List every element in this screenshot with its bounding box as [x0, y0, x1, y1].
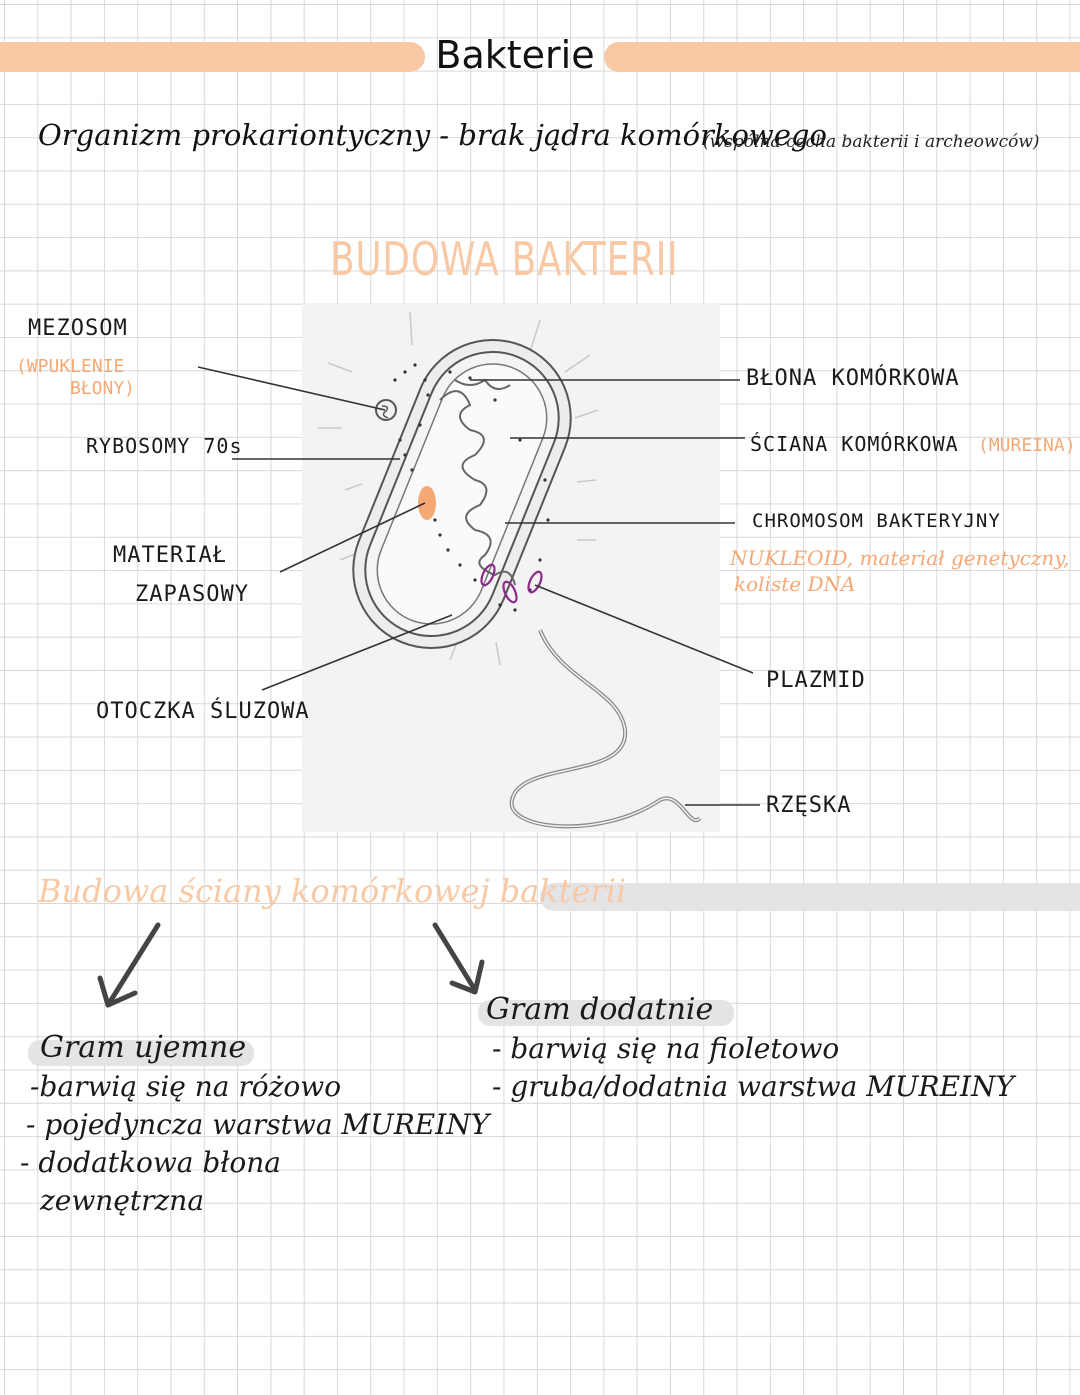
arrows — [97, 922, 485, 1008]
gram-positive-title: Gram dodatnie — [486, 992, 714, 1027]
gram-negative-title: Gram ujemne — [40, 1030, 247, 1065]
label-material-1: MATERIAŁ — [113, 543, 227, 568]
definition-note: (wspólna cecha bakterii i archeowców) — [703, 132, 1040, 152]
section-heading: Budowa ściany komórkowej bakterii — [38, 872, 627, 910]
label-sciana: ŚCIANA KOMÓRKOWA — [750, 432, 959, 456]
gram-negative-item-3: - dodatkowa błona — [20, 1146, 281, 1179]
diagram-heading: BUDOWA BAKTERII — [330, 232, 679, 286]
label-nukleoid-1: NUKLEOID, materiał genetyczny, — [730, 546, 1070, 570]
arrow-left-head — [97, 975, 138, 1008]
gram-negative-item-2: - pojedyncza warstwa MUREINY — [26, 1108, 490, 1141]
plasmids — [480, 563, 543, 604]
label-mezosom-note-1: (WPUKLENIE — [16, 356, 125, 377]
gram-positive-item-2: - gruba/dodatnia warstwa MUREINY — [492, 1070, 1015, 1103]
label-material-2: ZAPASOWY — [135, 582, 249, 607]
title-bar-right — [604, 42, 1080, 72]
label-nukleoid-2: koliste DNA — [734, 572, 856, 596]
arrow-right-head — [449, 959, 485, 995]
gram-negative-item-1: -barwią się na różowo — [30, 1070, 342, 1103]
mesosome — [375, 399, 397, 421]
arrow-right-shaft — [432, 922, 478, 993]
label-otoczka: OTOCZKA ŚLUZOWA — [96, 699, 310, 724]
gram-negative-item-4: zewnętrzna — [40, 1184, 205, 1217]
definition-text: Organizm prokariontyczny - brak jądra ko… — [38, 118, 827, 152]
page-title: Bakterie — [435, 33, 595, 77]
label-plazmid: PLAZMID — [766, 668, 866, 693]
leader-lines — [197, 366, 760, 806]
label-mezosom-note-2: BŁONY) — [70, 378, 136, 399]
title-bar-left — [0, 42, 425, 72]
gram-positive-highlight — [478, 1000, 734, 1026]
arrow-left-shaft — [105, 922, 161, 1008]
section-heading-bar — [540, 883, 1080, 911]
label-rzeska: RZĘSKA — [766, 793, 852, 818]
label-sciana-note: (MUREINA) — [978, 435, 1076, 456]
label-chromosom: CHROMOSOM BAKTERYJNY — [752, 510, 1001, 532]
label-rybosomy: RYBOSOMY 70s — [86, 434, 243, 458]
gram-negative-highlight — [28, 1040, 254, 1066]
flagellum — [509, 629, 702, 829]
label-blona: BŁONA KOMÓRKOWA — [746, 366, 960, 391]
ribosomes — [393, 363, 550, 612]
reserve-material — [418, 486, 436, 520]
label-mezosom: MEZOSOM — [28, 316, 128, 341]
chromosome — [439, 390, 516, 586]
capsule — [352, 338, 572, 650]
gram-positive-item-1: - barwią się na fioletowo — [492, 1032, 840, 1065]
cell-membrane — [376, 363, 548, 625]
